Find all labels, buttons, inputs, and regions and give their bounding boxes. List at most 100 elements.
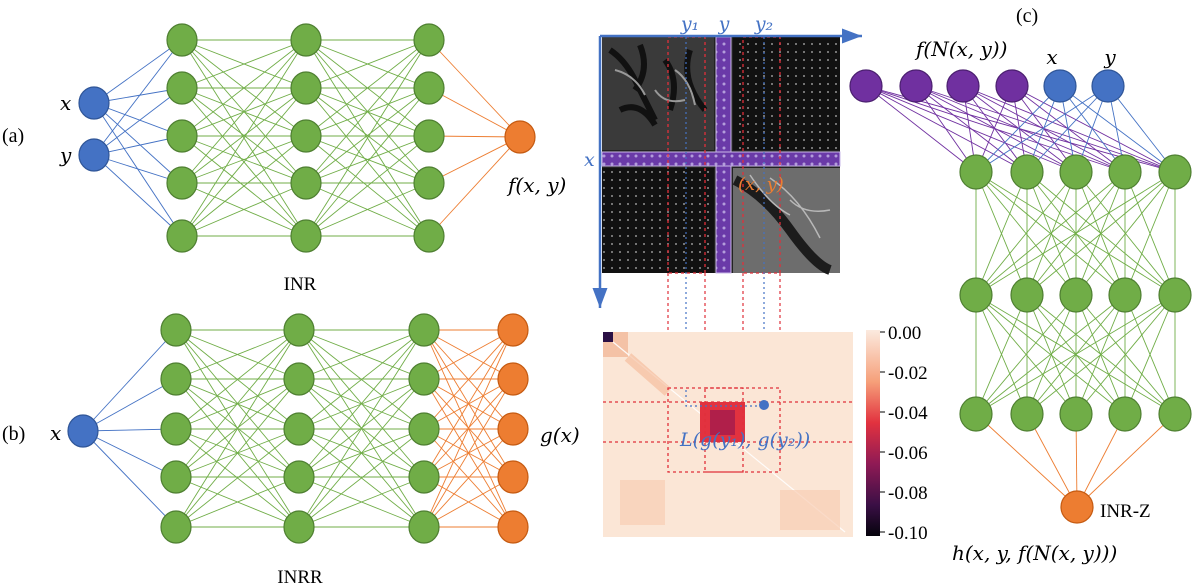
inr-z-hidden-node bbox=[1158, 396, 1192, 432]
inrr-input-edge bbox=[82, 430, 177, 478]
inr-z-input-edge bbox=[1107, 85, 1176, 173]
inr-z-neighbor-edge bbox=[865, 85, 977, 173]
inr-input-edge bbox=[93, 102, 183, 237]
inrr-hidden-node bbox=[408, 510, 440, 544]
inr-z-hidden-edge bbox=[1124, 294, 1176, 415]
inr-hidden-edge bbox=[181, 39, 307, 237]
panel-c-tag: (c) bbox=[1016, 5, 1038, 27]
inrr-hidden-edge bbox=[298, 476, 425, 528]
inr-z-hidden-node bbox=[959, 396, 993, 432]
inr-hidden-edge bbox=[181, 39, 307, 137]
inr-z-hidden-edge bbox=[1026, 294, 1176, 415]
inr-hidden-node bbox=[413, 166, 445, 200]
inrr-output-edge bbox=[423, 378, 514, 528]
inr-hidden-node bbox=[166, 219, 198, 253]
inrr-hidden-node bbox=[408, 313, 440, 347]
inr-input-node bbox=[78, 86, 110, 120]
inr-hidden-node bbox=[413, 71, 445, 105]
inrr-output-node bbox=[497, 412, 529, 446]
inr-hidden-node bbox=[413, 219, 445, 253]
inrr-input-edge bbox=[82, 378, 177, 432]
inr-output-edge bbox=[428, 87, 521, 138]
inr-hidden-node bbox=[413, 23, 445, 57]
inrr-output-edge bbox=[423, 476, 514, 528]
inr-z-hidden-node bbox=[1108, 277, 1142, 313]
inr-input-edge bbox=[93, 154, 183, 237]
inr-z-neighbor-node bbox=[946, 69, 980, 103]
inr-z-neighbor-node bbox=[899, 69, 933, 103]
inr-input-edge bbox=[93, 87, 183, 156]
inr-z-hidden-edge bbox=[1026, 294, 1077, 415]
inr-output-edge bbox=[428, 136, 521, 184]
inr-z-hidden-edge bbox=[1026, 171, 1077, 296]
similarity-heatmap bbox=[603, 332, 853, 537]
inr-input-x-label: x bbox=[60, 91, 71, 115]
inr-hidden-edge bbox=[305, 135, 430, 184]
inr-hidden-node bbox=[290, 219, 322, 253]
inrr-hidden-node bbox=[283, 460, 315, 494]
network-nodes bbox=[67, 23, 1192, 544]
inrr-input-label: x bbox=[50, 421, 61, 445]
image-grid bbox=[592, 28, 862, 410]
inrr-output-edge bbox=[423, 329, 514, 478]
inr-hidden-edge bbox=[305, 39, 430, 237]
inr-z-output-label: h(x, y, f(N(x, y))) bbox=[952, 541, 1117, 565]
inr-hidden-edge bbox=[305, 39, 430, 89]
inr-z-output-edge bbox=[1076, 413, 1126, 508]
inrr-input-node bbox=[67, 414, 99, 448]
inr-z-hidden-edge bbox=[975, 294, 1028, 415]
colorbar-tick-label: 0.00 bbox=[888, 323, 921, 344]
inr-hidden-node bbox=[166, 119, 198, 153]
inr-z-hidden-node bbox=[1059, 277, 1093, 313]
inr-z-hidden-edge bbox=[975, 171, 1077, 296]
inr-z-neighbor-edge bbox=[915, 85, 977, 173]
inr-hidden-edge bbox=[181, 87, 307, 237]
inrr-hidden-node bbox=[160, 412, 192, 446]
inr-hidden-node bbox=[290, 71, 322, 105]
inr-z-input-edge bbox=[1059, 85, 1176, 173]
colorbar-tick-label: -0.06 bbox=[888, 443, 928, 464]
inrr-hidden-edge bbox=[298, 329, 425, 380]
inr-z-output-edge bbox=[975, 413, 1078, 508]
inrr-output-edge bbox=[423, 329, 514, 528]
inr-hidden-edge bbox=[305, 87, 430, 184]
inr-input-edge bbox=[93, 39, 183, 104]
inr-z-hidden-edge bbox=[1026, 171, 1176, 296]
inrr-hidden-edge bbox=[298, 428, 425, 528]
inrr-input-edge bbox=[82, 430, 177, 528]
inr-hidden-edge bbox=[181, 135, 307, 184]
inr-input-node bbox=[78, 138, 110, 172]
inr-output-edge bbox=[428, 39, 521, 138]
heatmap-pair-point bbox=[759, 400, 769, 410]
inr-z-hidden-edge bbox=[975, 294, 1077, 415]
inr-hidden-node bbox=[290, 166, 322, 200]
inr-hidden-node bbox=[413, 119, 445, 153]
colorbar-tick-label: -0.08 bbox=[888, 483, 928, 504]
inr-hidden-node bbox=[166, 166, 198, 200]
inr-hidden-node bbox=[166, 23, 198, 57]
purple-horizontal-strip bbox=[601, 151, 841, 167]
inrr-edges bbox=[82, 329, 514, 528]
inr-edges bbox=[93, 39, 521, 237]
inrr-hidden-edge bbox=[175, 329, 300, 528]
inr-z-hidden-node bbox=[1010, 396, 1044, 432]
inrr-hidden-node bbox=[283, 510, 315, 544]
inr-z-input-edge bbox=[975, 85, 1061, 173]
colorbar-gradient bbox=[866, 330, 880, 536]
inr-z-input-x-label: x bbox=[1046, 45, 1057, 69]
inrr-hidden-edge bbox=[175, 329, 300, 430]
inr-z-hidden-edge bbox=[975, 294, 1176, 415]
inr-z-hidden-node bbox=[1010, 154, 1044, 190]
inr-hidden-node bbox=[290, 119, 322, 153]
inr-z-hidden-node bbox=[1158, 277, 1192, 313]
axis-label-y1: y₁ bbox=[680, 13, 699, 35]
inr-z-output-node bbox=[1060, 490, 1094, 524]
inr-z-neighbor-edge bbox=[1011, 85, 1077, 173]
inr-z-edges bbox=[865, 85, 1176, 508]
inr-hidden-edge bbox=[305, 182, 430, 237]
inr-input-edge bbox=[93, 39, 183, 156]
inr-hidden-edge bbox=[305, 39, 430, 137]
inr-hidden-edge bbox=[305, 87, 430, 237]
inrr-output-node bbox=[497, 510, 529, 544]
